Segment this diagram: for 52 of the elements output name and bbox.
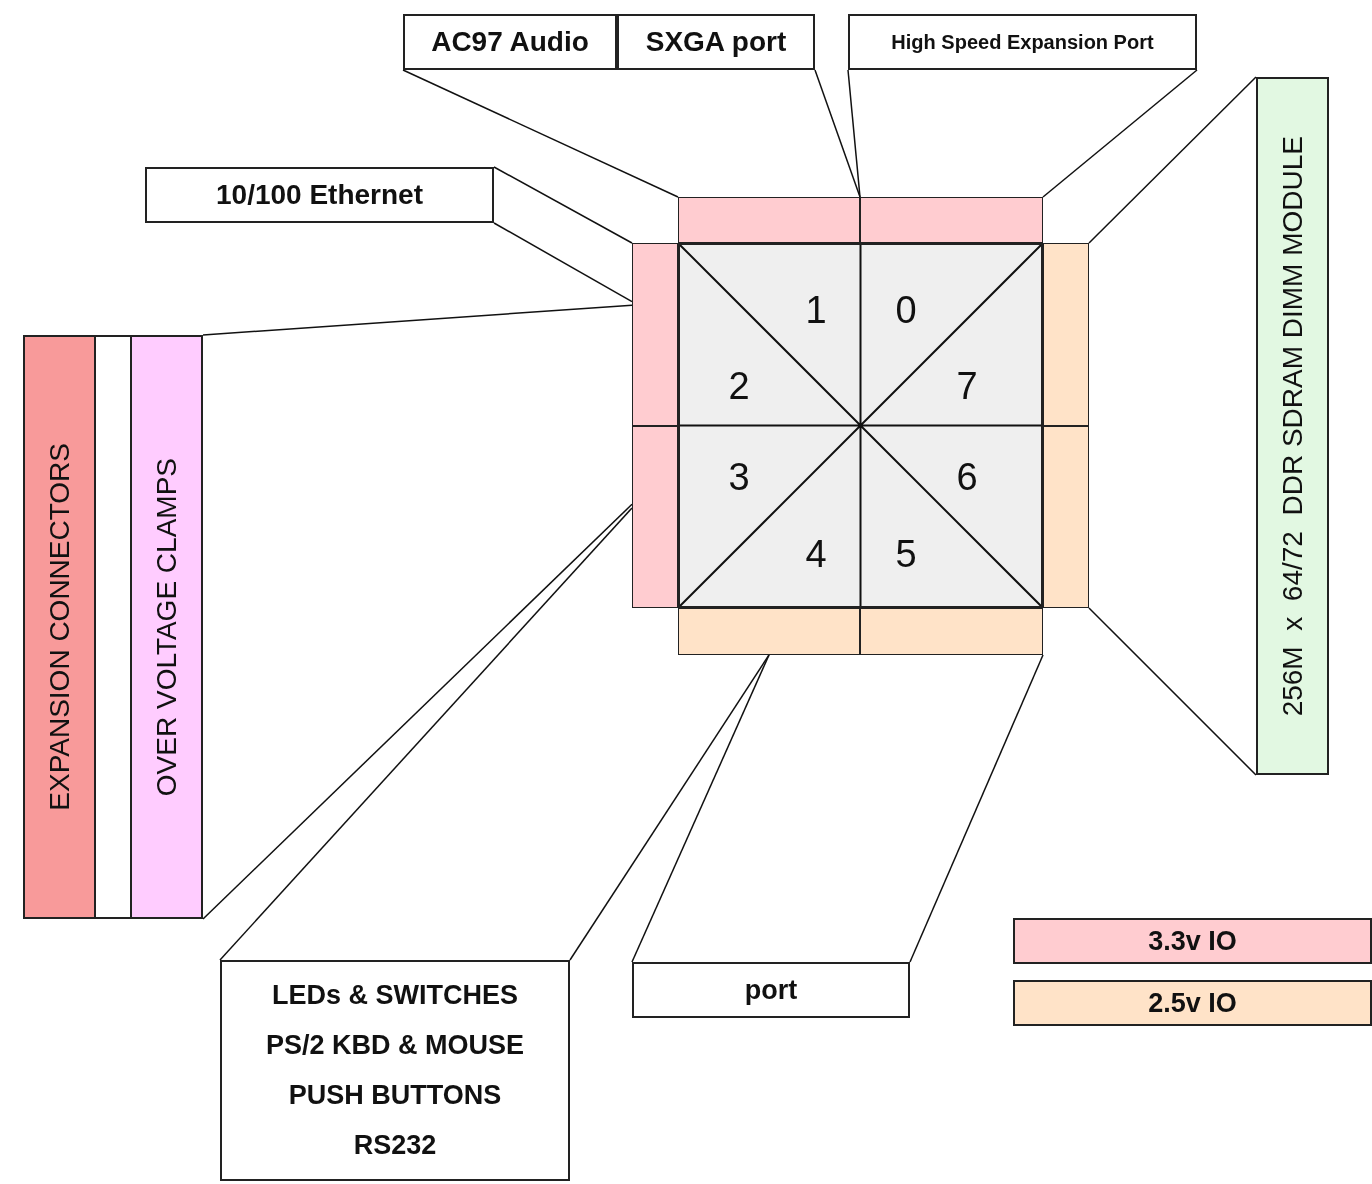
leader-line [493,166,633,244]
leader-line [631,654,770,963]
io-bank-bar [1043,243,1089,426]
leader-line [569,654,770,961]
io-bank-bar [860,608,1043,655]
port-label: AC97 Audio [431,28,589,56]
label-box [632,962,910,1018]
bank-number: 6 [956,458,978,496]
spacer-strip [96,335,130,919]
port-label: High Speed Expansion Port [891,32,1154,52]
device-label: RS232 [353,1132,437,1160]
port-label: SXGA port [645,28,787,56]
io-bank-bar [632,243,678,426]
leader-line [909,654,1044,963]
module-label: 256M x 64/72 DDR SDRAM DIMM MODULE [1278,135,1307,717]
label-box [220,960,570,1181]
bank-number: 0 [895,291,917,329]
leader-line [847,69,861,198]
io-bank-bar [860,197,1043,243]
bank-number: 3 [728,458,750,496]
io-bank-bar [678,197,860,243]
clamp-strip [130,335,203,919]
bank-number: 7 [956,367,978,405]
bank-number: 4 [805,535,827,573]
leader-line [202,304,633,336]
bank-number: 1 [805,291,827,329]
leader-line [402,69,679,198]
io-bank-bar [1043,426,1089,608]
port-label: 10/100 Ethernet [216,181,423,209]
label-box [617,14,815,70]
bank-number: 2 [728,367,750,405]
io-bank-bar [632,426,678,608]
device-label: PS/2 KBD & MOUSE [265,1031,524,1059]
leader-line [1088,607,1257,776]
leader-line [814,69,861,198]
label-box [848,14,1197,70]
port-label: port [744,976,798,1004]
strip-label: EXPANSION CONNECTORS [45,443,74,811]
leader-line [1088,76,1257,244]
memory-module [1256,77,1329,775]
device-label: PUSH BUTTONS [288,1082,502,1110]
io-bank-bar [678,608,860,655]
label-box [403,14,617,70]
leader-line [493,222,633,303]
leader-line [1042,69,1198,198]
strip-label: OVER VOLTAGE CLAMPS [152,457,181,797]
label-box [145,167,494,223]
connector-strip [23,335,96,919]
bank-number: 5 [895,535,917,573]
legend-label: 2.5v IO [1148,989,1237,1017]
device-label: LEDs & SWITCHES [272,981,518,1009]
legend-label: 3.3v IO [1148,927,1237,955]
